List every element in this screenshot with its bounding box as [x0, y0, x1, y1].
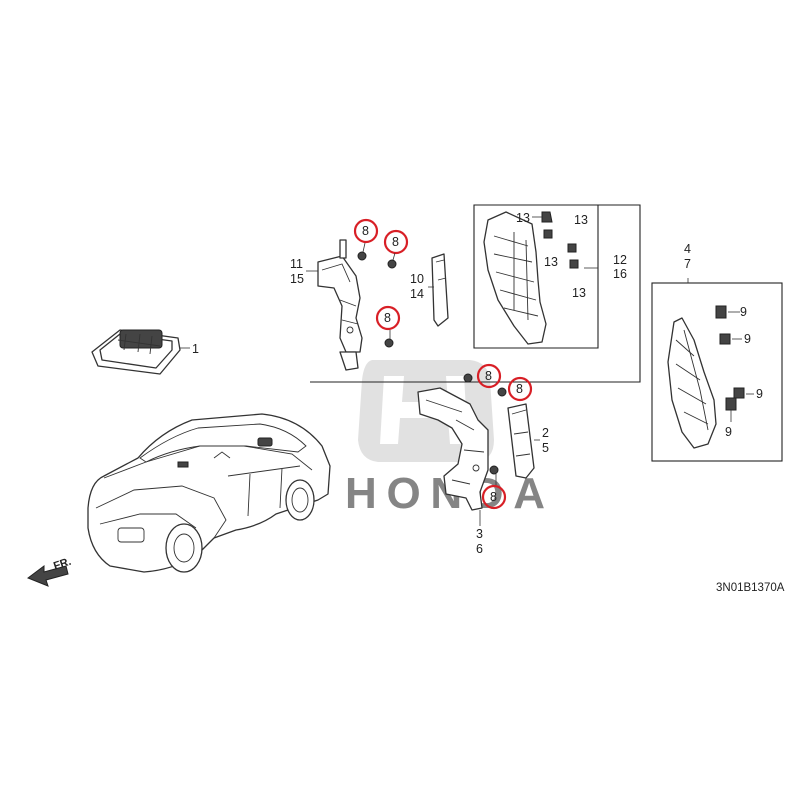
lead-lines	[362, 242, 497, 526]
ring-8f	[481, 484, 507, 510]
callout-8e: 8	[516, 382, 523, 396]
callout-13a: 13	[516, 211, 530, 225]
callout-13b: 13	[544, 255, 558, 269]
group-frames	[310, 204, 783, 462]
callout-6: 6	[476, 542, 483, 556]
front-arrow: FR.	[26, 556, 73, 587]
part-11-15-bracket	[306, 239, 363, 371]
callout-1: 1	[192, 342, 199, 356]
vehicle-illustration	[87, 413, 331, 573]
callout-labels: 1 11 15 10 14 8 8 8 8 8 8 13 13 13 13 12…	[192, 211, 763, 556]
callout-11: 11	[290, 257, 303, 271]
callout-15: 15	[290, 272, 304, 286]
callout-13d: 13	[572, 286, 586, 300]
callout-10: 10	[410, 272, 424, 286]
callout-9d: 9	[725, 425, 732, 439]
callout-2: 2	[542, 426, 549, 440]
callout-4: 4	[684, 242, 691, 256]
front-label: FR.	[52, 556, 73, 573]
callout-8a: 8	[362, 224, 369, 238]
callout-13c: 13	[574, 213, 588, 227]
ring-8a	[353, 218, 379, 244]
nut-symbols	[357, 251, 507, 475]
callout-12: 12	[613, 253, 627, 267]
part-4-7-assembly	[667, 278, 754, 449]
callout-9c: 9	[756, 387, 763, 401]
callout-8b: 8	[392, 235, 399, 249]
callout-9b: 9	[744, 332, 751, 346]
ring-8d	[476, 363, 502, 389]
part-3-6-bracket	[417, 387, 489, 511]
ring-8e	[507, 376, 533, 402]
highlight-rings	[353, 218, 533, 510]
callout-7: 7	[684, 257, 691, 271]
callout-8d: 8	[485, 369, 492, 383]
callout-8c: 8	[384, 311, 391, 325]
callout-8f: 8	[490, 490, 497, 504]
part-12-16-assembly	[483, 211, 598, 345]
callout-14: 14	[410, 287, 424, 301]
callout-3: 3	[476, 527, 483, 541]
callout-9a: 9	[740, 305, 747, 319]
part-10-14-cover	[428, 253, 449, 327]
part-2-5-cover	[507, 403, 540, 479]
ring-8b	[383, 229, 409, 255]
callout-16: 16	[613, 267, 627, 281]
ring-8c	[375, 305, 401, 331]
callout-5: 5	[542, 441, 549, 455]
diagram-code: 3N01B1370A	[716, 582, 785, 594]
part-1-control-module	[91, 329, 190, 375]
